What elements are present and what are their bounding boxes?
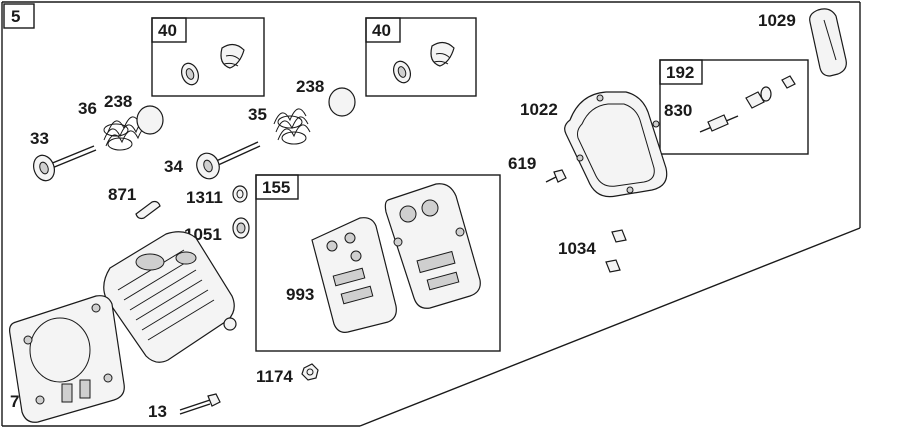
label-830: 830 xyxy=(664,101,692,120)
label-36: 36 xyxy=(78,99,97,118)
box-40-b-number: 40 xyxy=(372,21,391,40)
label-33: 33 xyxy=(30,129,49,148)
valve-seat-1051-icon xyxy=(232,217,250,239)
label-35: 35 xyxy=(248,105,267,124)
label-1022: 1022 xyxy=(520,100,558,119)
valve-cap-238-left-icon xyxy=(136,105,164,135)
valve-cap-238-right-icon xyxy=(328,87,356,117)
valve-keeper-icon xyxy=(430,41,455,67)
head-bolt-13-icon xyxy=(179,393,221,415)
valve-retainer-ring-icon xyxy=(180,62,200,86)
section-number: 5 xyxy=(11,7,20,26)
seal-ring-1311-icon xyxy=(232,185,248,203)
label-1029: 1029 xyxy=(758,11,796,30)
valve-guide-871-icon xyxy=(135,200,161,220)
section-number-box: 5 xyxy=(3,3,35,29)
head-gasket-7-icon xyxy=(9,295,125,423)
cylinder-head-icon xyxy=(103,231,237,363)
box-40-a-number: 40 xyxy=(158,21,177,40)
label-1174: 1174 xyxy=(256,367,293,386)
valve-spring-35-icon xyxy=(273,108,311,145)
clip-1034-icon xyxy=(605,229,627,273)
intake-gasket-icon xyxy=(311,217,397,333)
screw-619-icon xyxy=(545,169,567,183)
label-871: 871 xyxy=(108,185,136,204)
box-155-number: 155 xyxy=(262,178,290,197)
box-192: 192 830 xyxy=(659,59,809,155)
label-1034: 1034 xyxy=(558,239,596,258)
box-40-a: 40 xyxy=(151,17,265,97)
label-13: 13 xyxy=(148,402,167,421)
box-192-number: 192 xyxy=(666,63,694,82)
head-gasket-plate-icon xyxy=(384,183,481,309)
label-238-left: 238 xyxy=(104,92,132,111)
valve-retainer-ring-icon xyxy=(392,60,412,84)
valve-33-icon xyxy=(33,145,97,182)
box-40-b: 40 xyxy=(365,17,477,97)
valve-keeper-icon xyxy=(220,43,245,69)
label-238-right: 238 xyxy=(296,77,324,96)
label-619: 619 xyxy=(508,154,536,173)
label-993: 993 xyxy=(286,285,314,304)
diagram-frame xyxy=(1,1,861,427)
nut-1174-icon xyxy=(301,363,319,381)
label-34: 34 xyxy=(164,157,183,176)
label-1311: 1311 xyxy=(186,188,223,207)
rocker-1029-icon xyxy=(809,8,847,77)
valve-34-icon xyxy=(196,141,261,180)
label-7: 7 xyxy=(10,392,19,411)
valve-cover-gasket-1022-icon xyxy=(564,91,668,198)
breather-valve-icon xyxy=(699,75,796,133)
box-155: 155 993 xyxy=(255,174,501,352)
